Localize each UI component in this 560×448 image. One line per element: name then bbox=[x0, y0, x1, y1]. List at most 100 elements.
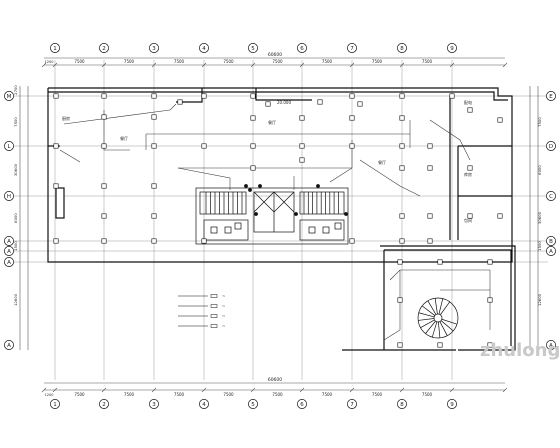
light-fixture bbox=[497, 117, 503, 123]
light-fixture bbox=[467, 165, 473, 171]
light-fixture bbox=[349, 93, 355, 99]
light-fixture bbox=[487, 259, 493, 265]
light-fixture bbox=[397, 259, 403, 265]
legend-text: ~ bbox=[222, 314, 225, 319]
exterior-wall bbox=[47, 87, 513, 263]
text-labels: 6060060600750075007500750075007500750075… bbox=[13, 52, 542, 397]
light-fixture bbox=[250, 93, 256, 99]
room-label: 库房 bbox=[464, 171, 472, 177]
legend-symbol bbox=[210, 314, 218, 318]
legend-symbol bbox=[210, 304, 218, 308]
sanitary-fixture bbox=[322, 226, 330, 234]
spiral-tread bbox=[431, 321, 438, 338]
right-dimension: 7500 bbox=[537, 117, 542, 127]
light-fixture bbox=[397, 297, 403, 303]
svg-text:H: H bbox=[7, 194, 11, 200]
bay-dimension-top: 7500 bbox=[174, 59, 185, 64]
dimension-tick bbox=[151, 62, 157, 68]
edge-dimension: 1200 bbox=[45, 393, 54, 397]
svg-text:2: 2 bbox=[102, 402, 106, 408]
axis-bubble-top: 5 bbox=[248, 43, 258, 53]
light-fixture bbox=[201, 93, 207, 99]
switch-symbol bbox=[344, 212, 348, 216]
light-fixture bbox=[151, 93, 157, 99]
dimension-tick bbox=[502, 62, 508, 68]
bay-dimension-bottom: 7500 bbox=[422, 392, 433, 397]
sanitary-fixture bbox=[234, 222, 242, 230]
room-label: 餐厅 bbox=[268, 119, 276, 125]
spiral-tread bbox=[434, 298, 438, 315]
building-walls bbox=[47, 87, 516, 351]
room-label: 配电 bbox=[464, 99, 472, 105]
spiral-tread bbox=[438, 321, 441, 338]
axis-bubble-bottom: 9 bbox=[447, 399, 457, 409]
light-fixture bbox=[201, 143, 207, 149]
spiral-tread bbox=[425, 320, 436, 334]
axis-bubble-bottom: 3 bbox=[149, 399, 159, 409]
left-dimension: 7500 bbox=[13, 117, 18, 127]
partition bbox=[176, 88, 203, 103]
spiral-tread bbox=[440, 301, 451, 315]
bay-dimension-top: 7500 bbox=[223, 59, 234, 64]
bay-dimension-top: 7500 bbox=[74, 59, 85, 64]
axis-bubble-right: A bbox=[546, 246, 556, 256]
light-fixture bbox=[299, 115, 305, 121]
dimension-tick bbox=[52, 62, 58, 68]
edge-dimension: 1200 bbox=[45, 60, 54, 64]
svg-text:C: C bbox=[549, 194, 553, 200]
svg-text:4: 4 bbox=[202, 402, 206, 408]
dimension-tick bbox=[299, 62, 305, 68]
axis-bubble-bottom: 4 bbox=[199, 399, 209, 409]
dimension-tick bbox=[41, 387, 47, 393]
light-fixture bbox=[397, 342, 403, 348]
light-fixture bbox=[487, 297, 493, 303]
light-fixture bbox=[101, 238, 107, 244]
dimension-lines bbox=[19, 57, 539, 393]
legend-symbol bbox=[210, 324, 218, 328]
axis-bubble-top: 6 bbox=[297, 43, 307, 53]
core-outline bbox=[195, 187, 349, 245]
dimension-tick bbox=[52, 387, 58, 393]
legend-text: ~ bbox=[222, 304, 225, 309]
left-dimension: 1500 bbox=[13, 241, 18, 251]
light-fixture bbox=[101, 183, 107, 189]
dimension-tick bbox=[502, 387, 508, 393]
axis-bubble-top: 3 bbox=[149, 43, 159, 53]
spiral-tread bbox=[418, 318, 435, 321]
light-fixture bbox=[299, 157, 305, 163]
light-fixture bbox=[317, 99, 323, 105]
dimension-tick bbox=[250, 387, 256, 393]
exterior-wall-inner bbox=[48, 91, 508, 101]
wiring-run bbox=[383, 270, 401, 341]
dimension-tick bbox=[399, 62, 405, 68]
bay-dimension-bottom: 7500 bbox=[74, 392, 85, 397]
axis-bubble-left: M bbox=[4, 91, 14, 101]
left-dimension: 30600 bbox=[13, 163, 18, 176]
bay-dimension-bottom: 7500 bbox=[174, 392, 185, 397]
light-fixture bbox=[399, 213, 405, 219]
spiral-tread bbox=[420, 319, 435, 329]
wiring-run bbox=[329, 140, 353, 183]
wiring-run bbox=[103, 110, 130, 151]
spiral-tread bbox=[439, 321, 448, 336]
light-fixture bbox=[151, 114, 157, 120]
wiring-run bbox=[63, 103, 177, 125]
svg-text:9: 9 bbox=[450, 46, 454, 52]
wiring-run bbox=[359, 159, 421, 197]
annex-wall-inner bbox=[384, 249, 512, 346]
light-fixture bbox=[487, 342, 493, 348]
bay-dimension-top: 7500 bbox=[322, 59, 333, 64]
partition bbox=[255, 88, 312, 101]
light-fixture bbox=[101, 114, 107, 120]
light-fixture bbox=[449, 93, 455, 99]
light-fixture bbox=[467, 107, 473, 113]
stair-right bbox=[299, 191, 345, 215]
axis-bubble-right: A bbox=[546, 340, 556, 350]
axis-bubble-left: A bbox=[4, 236, 14, 246]
spiral-stair-inner bbox=[433, 313, 443, 323]
svg-text:7: 7 bbox=[350, 46, 354, 52]
svg-text:8: 8 bbox=[400, 402, 404, 408]
axis-bubble-right: D bbox=[546, 141, 556, 151]
svg-text:1: 1 bbox=[53, 46, 57, 52]
